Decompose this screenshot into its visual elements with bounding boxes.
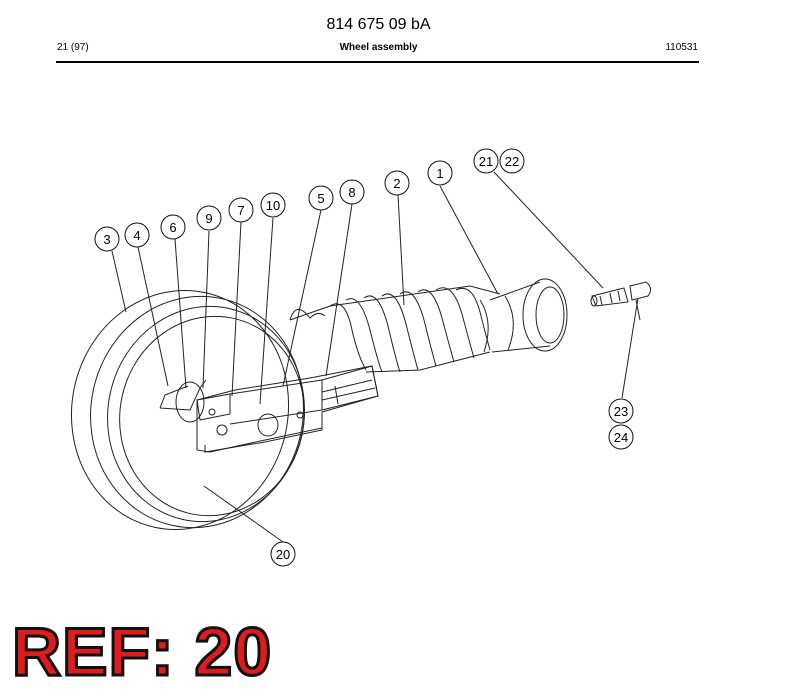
leader-lines — [111, 171, 639, 543]
callout-6: 6 — [160, 214, 186, 240]
svg-text:5: 5 — [317, 191, 324, 206]
svg-text:23: 23 — [614, 404, 628, 419]
callout-8: 8 — [339, 179, 365, 205]
callout-2: 2 — [384, 170, 410, 196]
nipple-tip — [590, 295, 598, 307]
svg-text:20: 20 — [276, 547, 290, 562]
callout-22: 22 — [499, 148, 525, 174]
yoke-side — [321, 365, 379, 411]
callout-24: 24 — [608, 424, 634, 450]
callout-10: 10 — [260, 192, 286, 218]
spring-outline-bottom — [365, 351, 491, 373]
spring-outline-top — [289, 285, 501, 321]
svg-text:8: 8 — [348, 185, 355, 200]
yoke-bolt-a — [216, 424, 228, 436]
idler-wheel-face — [119, 315, 305, 517]
idler-wheel-inner — [107, 305, 305, 523]
yoke-bolt-b — [296, 411, 304, 419]
svg-text:4: 4 — [133, 228, 140, 243]
svg-text:10: 10 — [266, 198, 280, 213]
svg-text:3: 3 — [103, 232, 110, 247]
page-reference: 21 (97) — [57, 42, 89, 53]
tension-cylinder — [489, 281, 551, 353]
callout-7: 7 — [228, 197, 254, 223]
reference-stamp: REF: 20 — [10, 614, 273, 690]
svg-text:2: 2 — [393, 176, 400, 191]
yoke-bolt-c — [208, 408, 216, 416]
svg-text:6: 6 — [169, 220, 176, 235]
section-title: Wheel assembly — [339, 42, 418, 53]
callout-1: 1 — [427, 160, 453, 186]
callout-4: 4 — [124, 222, 150, 248]
svg-text:22: 22 — [505, 154, 519, 169]
cylinder-ring — [479, 295, 514, 353]
yoke-bracket — [196, 365, 379, 453]
header-rule — [56, 61, 699, 63]
callout-5: 5 — [308, 185, 334, 211]
date-code: 110531 — [665, 42, 698, 53]
callout-23: 23 — [608, 398, 634, 424]
svg-text:21: 21 — [479, 154, 493, 169]
yoke-top — [196, 379, 323, 425]
yoke-rails — [321, 379, 376, 405]
callout-3: 3 — [94, 226, 120, 252]
svg-text:7: 7 — [237, 203, 244, 218]
callout-9: 9 — [196, 205, 222, 231]
cylinder-end-inner — [535, 286, 565, 344]
callout-21: 21 — [473, 148, 499, 174]
svg-text:9: 9 — [205, 211, 212, 226]
document-number: 814 675 09 bA — [326, 16, 431, 33]
hub-collar — [175, 381, 205, 423]
svg-text:24: 24 — [614, 430, 628, 445]
cylinder-end — [522, 278, 568, 352]
idler-wheel-outer — [70, 289, 290, 531]
yoke-base — [204, 424, 323, 453]
svg-text:1: 1 — [436, 166, 443, 181]
yoke-bore — [257, 413, 279, 437]
grease-nipple — [591, 287, 629, 307]
grease-plug — [629, 281, 652, 321]
tension-spring — [289, 287, 491, 373]
callout-20: 20 — [270, 541, 296, 567]
